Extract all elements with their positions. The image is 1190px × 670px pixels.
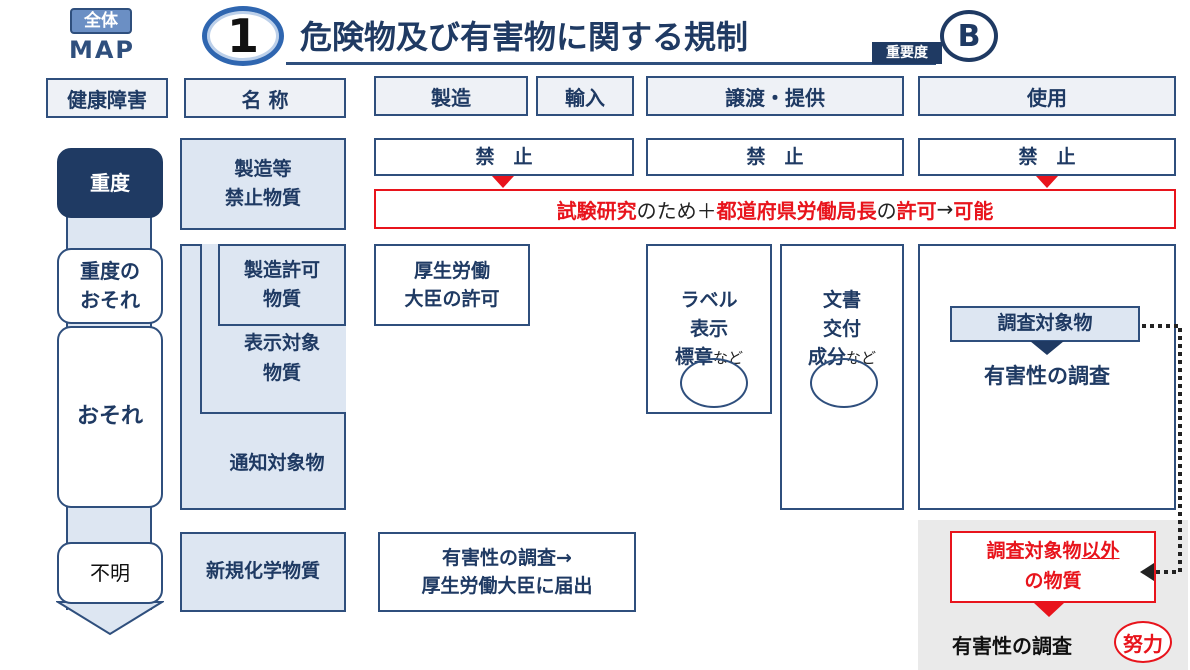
header-name: 名 称: [184, 78, 346, 118]
exception-research: 試験研究: [556, 198, 637, 223]
minister-permit: 厚生労働 大臣の許可: [374, 244, 530, 326]
name-new-chemical: 新規化学物質: [180, 532, 346, 612]
other-result: 有害性の調査: [952, 634, 1072, 658]
label-box: ラベル 表示 標章など: [646, 244, 772, 414]
exception-no: の: [876, 198, 897, 223]
other-arrow: [1034, 603, 1064, 617]
investigation-target: 調査対象物: [950, 306, 1140, 342]
prohibit-manufacture: 禁 止: [374, 138, 634, 176]
investigation-arrow: [1030, 341, 1064, 355]
title-number-badge: 1: [202, 6, 284, 66]
exception-box: 試験研究 のため＋ 都道府県労働局長 の 許可 → 可能: [374, 189, 1176, 229]
label-line1: ラベル: [680, 289, 738, 311]
effort-badge: 努力: [1114, 621, 1172, 663]
exception-director: 都道府県労働局長: [716, 198, 877, 223]
severity-risk: おそれ: [57, 326, 163, 508]
other-target: 調査対象物: [986, 540, 1082, 562]
map-logo: 全体 MAP: [62, 8, 142, 68]
label-mark-ellipse: [680, 358, 748, 408]
exception-for: のため＋: [636, 198, 717, 223]
name-notification: 通知対象物: [229, 451, 325, 474]
name-permit: 製造許可 物質: [218, 244, 346, 326]
label-line2: 表示: [689, 317, 728, 340]
document-box: 文書 交付 成分など: [780, 244, 904, 510]
red-arrow-use: [1036, 176, 1058, 188]
severity-unknown: 不明: [57, 542, 163, 604]
other-except: 以外: [1081, 540, 1120, 562]
severity-severe: 重度: [57, 148, 163, 218]
exception-permit: 許可: [896, 198, 937, 223]
other-box: 調査対象物以外 の物質: [950, 531, 1156, 603]
exception-arrow: →: [936, 197, 954, 221]
use-box: [918, 244, 1176, 510]
exception-possible: 可能: [953, 198, 994, 223]
new-chemical-action: 有害性の調査→ 厚生労働大臣に届出: [378, 532, 636, 612]
title-number: 1: [226, 9, 259, 63]
prohibit-use: 禁 止: [918, 138, 1176, 176]
logo-top: 全体: [70, 8, 132, 34]
document-line1: 文書: [822, 289, 861, 311]
header-import: 輸入: [536, 76, 634, 116]
importance-label: 重要度: [872, 42, 942, 64]
red-arrow-manufacture: [492, 176, 514, 188]
logo-bottom: MAP: [68, 36, 136, 64]
severity-severe-risk: 重度の おそれ: [57, 248, 163, 324]
title-underline: [286, 62, 936, 65]
dotted-connector: [1140, 324, 1182, 581]
prohibit-transfer: 禁 止: [646, 138, 904, 176]
page-title: 危険物及び有害物に関する規制: [300, 18, 749, 56]
header-use: 使用: [918, 76, 1176, 116]
header-transfer: 譲渡・提供: [646, 76, 904, 116]
other-substance: の物質: [1024, 570, 1082, 593]
name-labeling: 表示対象 物質: [243, 332, 320, 385]
severity-arrow-head: [56, 601, 164, 636]
document-ingredient-ellipse: [810, 358, 878, 408]
header-health: 健康障害: [46, 78, 168, 118]
header-manufacture: 製造: [374, 76, 528, 116]
investigation-result: 有害性の調査: [984, 364, 1110, 388]
document-line2: 交付: [822, 317, 861, 340]
importance-badge: B: [940, 10, 998, 62]
name-prohibited: 製造等 禁止物質: [180, 138, 346, 230]
